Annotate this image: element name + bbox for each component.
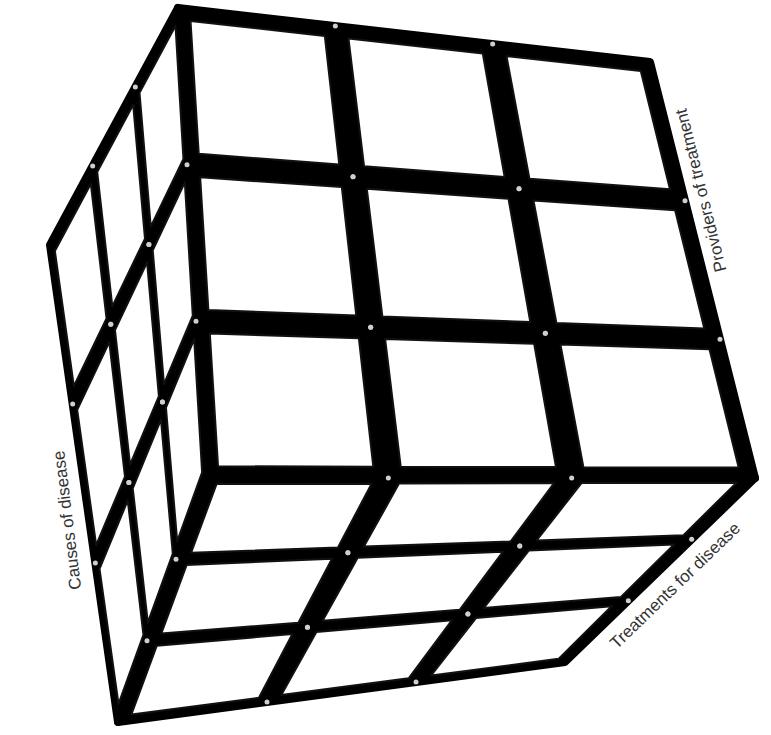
cube-face <box>118 476 755 723</box>
grid-dot <box>345 550 350 555</box>
grid-dot <box>174 557 179 562</box>
grid-dot <box>126 480 131 485</box>
grid-dot <box>145 638 150 643</box>
cube-tile <box>281 620 452 695</box>
cube-tile <box>115 262 159 464</box>
grid-dot <box>305 625 310 630</box>
cube-tile <box>506 56 669 189</box>
cube-tile <box>133 420 173 623</box>
grid-dot <box>145 638 150 643</box>
cube-tile <box>367 189 530 322</box>
cube-tile <box>161 559 332 634</box>
face-ground <box>178 8 755 478</box>
grid-dot <box>386 476 391 481</box>
cube-tile <box>364 483 554 546</box>
grid-dot <box>490 42 495 47</box>
grid-dot <box>333 24 338 29</box>
grid-dot <box>683 198 688 203</box>
grid-dot <box>345 550 350 555</box>
grid-dot <box>160 399 165 404</box>
grid-dot <box>305 625 310 630</box>
grid-dot <box>70 402 75 407</box>
grid-dot <box>368 325 373 330</box>
grid-dot <box>265 700 270 705</box>
grid-dot <box>368 325 373 330</box>
grid-dot <box>146 242 151 247</box>
cube-tile <box>533 200 704 328</box>
grid-dot <box>386 476 391 481</box>
grid-dot <box>465 612 470 617</box>
grid-dot <box>174 557 179 562</box>
grid-dot <box>689 537 694 542</box>
grid-dot <box>133 85 138 90</box>
cube-tile <box>191 484 371 553</box>
cube-tile <box>537 483 737 541</box>
grid-dot <box>517 544 522 549</box>
cube-tile <box>200 177 356 315</box>
grid-dot <box>517 186 522 191</box>
grid-dot <box>146 242 151 247</box>
grid-dot <box>517 544 522 549</box>
cube-tile <box>166 339 202 541</box>
cube-tile <box>140 26 184 227</box>
cube-tile <box>191 21 340 164</box>
grid-dot <box>126 480 131 485</box>
cube-tile <box>349 39 505 177</box>
cube-tile <box>431 606 611 675</box>
cube-tile <box>385 339 556 467</box>
grid-dot <box>718 337 723 342</box>
grid-dot <box>543 331 548 336</box>
cube-tile <box>323 552 503 621</box>
cube-tile <box>55 184 107 386</box>
cube-tile <box>560 345 738 468</box>
grid-dot <box>351 174 356 179</box>
grid-dot <box>108 322 113 327</box>
grid-dot <box>351 174 356 179</box>
grid-dot <box>626 598 631 603</box>
cube-tile <box>153 182 193 384</box>
face-ground <box>50 8 205 722</box>
grid-dot <box>160 399 165 404</box>
cube-tile <box>484 544 674 607</box>
cube-tile <box>97 105 145 307</box>
grid-dot <box>185 162 190 167</box>
cube-tile <box>77 342 125 545</box>
grid-dot <box>543 331 548 336</box>
grid-dot <box>108 322 113 327</box>
grid-dot <box>414 680 419 685</box>
grid-dot <box>185 162 190 167</box>
grid-dot <box>465 612 470 617</box>
cube-tile <box>210 334 373 467</box>
grid-dot <box>517 186 522 191</box>
grid-dot <box>90 164 95 169</box>
cube-face <box>50 8 205 722</box>
grid-dot <box>93 561 98 566</box>
face-ground <box>118 478 755 722</box>
grid-dot <box>194 319 199 324</box>
grid-dot <box>569 476 574 481</box>
cube-face <box>178 8 755 481</box>
grid-dot <box>569 476 574 481</box>
cube-tile <box>131 634 292 714</box>
grid-dot <box>194 319 199 324</box>
